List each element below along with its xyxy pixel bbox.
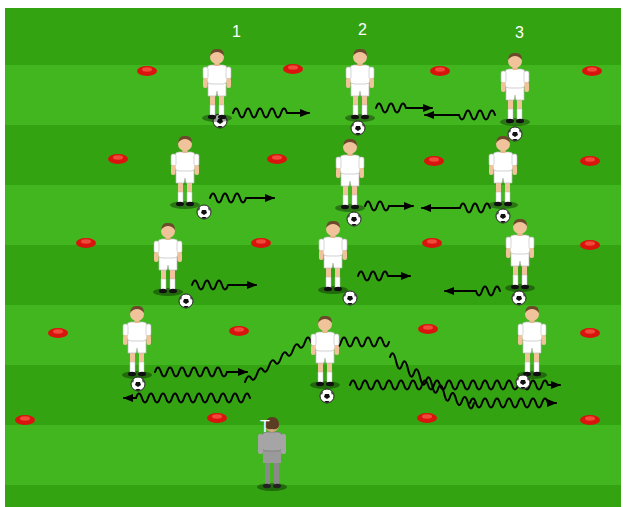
callout-number: 1 bbox=[232, 23, 241, 41]
callout-number: 2 bbox=[358, 21, 367, 39]
callout-number: 3 bbox=[515, 24, 524, 42]
coach-label: T bbox=[260, 418, 270, 436]
